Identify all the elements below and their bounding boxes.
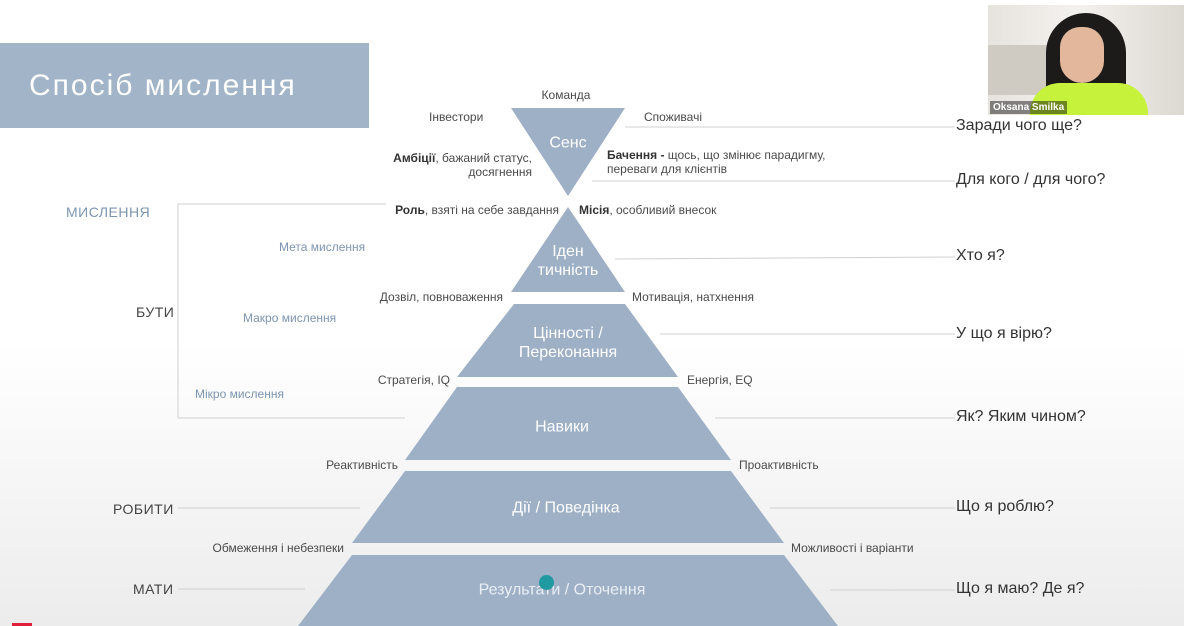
energy-label: Енергія, EQ [687, 373, 753, 387]
connector-line [614, 256, 956, 260]
layer-label-line: Цінності / [533, 325, 603, 342]
side-label-be: БУТИ [136, 304, 175, 320]
role-label: Роль, взяті на себе завдання [395, 203, 559, 217]
vision-line2: переваги для клієнтів [607, 162, 728, 176]
layer-label-results: Результати / Оточення [479, 581, 646, 600]
team-label: Команда [541, 88, 591, 102]
layer-label-line: Переконання [518, 344, 618, 361]
question-what-do: Що я роблю? [956, 498, 1054, 515]
role-rest: , взяті на себе завдання [424, 203, 559, 217]
layer-label-line: Іден [552, 243, 584, 260]
mission-bold: Місія [579, 203, 610, 217]
side-label-do: РОБИТИ [113, 501, 174, 517]
layer-label-actions: Дії / Поведінка [512, 499, 619, 518]
proactivity-label: Проактивність [739, 458, 819, 472]
question-why: Заради чого ще? [956, 117, 1082, 134]
role-bold: Роль [395, 203, 425, 217]
layer-actions [352, 471, 784, 543]
side-label-thinking: МИСЛЕННЯ [66, 204, 151, 220]
layer-meaning [511, 108, 625, 196]
consumers-label: Споживачі [644, 110, 703, 124]
vision-rest: щось, що змінює парадигму, [664, 148, 826, 162]
ambitions-line2: досягнення [468, 165, 532, 179]
thinking-bracket [177, 203, 405, 419]
participant-name: Oksana Smilka [990, 101, 1068, 114]
opportunities-label: Можливості і варіанти [791, 541, 914, 555]
ambitions-label: Амбіції, бажаний статус, досягнення [393, 151, 532, 179]
ambitions-bold: Амбіції [393, 151, 436, 165]
vision-label: Бачення - щось, що змінює парадигму, пер… [607, 148, 826, 176]
progress-indicator [12, 623, 32, 626]
motivation-label: Мотивація, натхнення [632, 290, 754, 304]
micro-thinking-label: Мікро мислення [195, 387, 284, 401]
participant-shirt [1030, 83, 1148, 115]
layer-label-identity: Іден тичність [538, 242, 599, 280]
question-what-have: Що я маю? Де я? [956, 580, 1085, 597]
layer-label-line: Результати / Оточення [478, 581, 646, 599]
layer-label-skills: Навики [535, 418, 589, 437]
limits-label: Обмеження і небезпеки [212, 541, 344, 555]
vision-bold: Бачення - [607, 148, 665, 162]
reactivity-label: Реактивність [326, 458, 398, 472]
permission-label: Дозвіл, повноваження [379, 290, 503, 304]
side-label-have: МАТИ [133, 581, 174, 597]
layer-results [298, 555, 838, 626]
layer-label-line: тичність [537, 262, 599, 279]
strategy-label: Стратегія, IQ [377, 373, 450, 387]
ambitions-rest: , бажаний статус, [435, 151, 532, 165]
question-who: Хто я? [956, 247, 1005, 264]
layer-label-line: Дії / Поведінка [512, 499, 620, 517]
meta-thinking-label: Мета мислення [279, 240, 366, 254]
layer-label-line: Навики [535, 418, 589, 436]
question-believe: У що я вірю? [956, 325, 1052, 342]
slide-title: Спосіб мислення [0, 43, 369, 128]
layer-identity [511, 207, 625, 292]
layer-label-meaning: Сенс [549, 134, 586, 153]
macro-thinking-label: Макро мислення [243, 311, 337, 325]
pointer-dot [539, 575, 554, 590]
investors-label: Інвестори [429, 110, 484, 124]
question-for-whom: Для кого / для чого? [956, 171, 1106, 188]
question-how: Як? Яким чином? [956, 408, 1086, 425]
layer-skills [405, 387, 731, 460]
mission-rest: , особливий внесок [609, 203, 717, 217]
layer-values [457, 304, 678, 377]
participant-face [1060, 27, 1104, 83]
mission-label: Місія, особливий внесок [579, 203, 716, 217]
layer-label-line: Сенс [549, 134, 587, 152]
layer-label-values: Цінності / Переконання [519, 324, 617, 362]
webcam-video-tile[interactable]: Oksana Smilka [988, 5, 1184, 115]
